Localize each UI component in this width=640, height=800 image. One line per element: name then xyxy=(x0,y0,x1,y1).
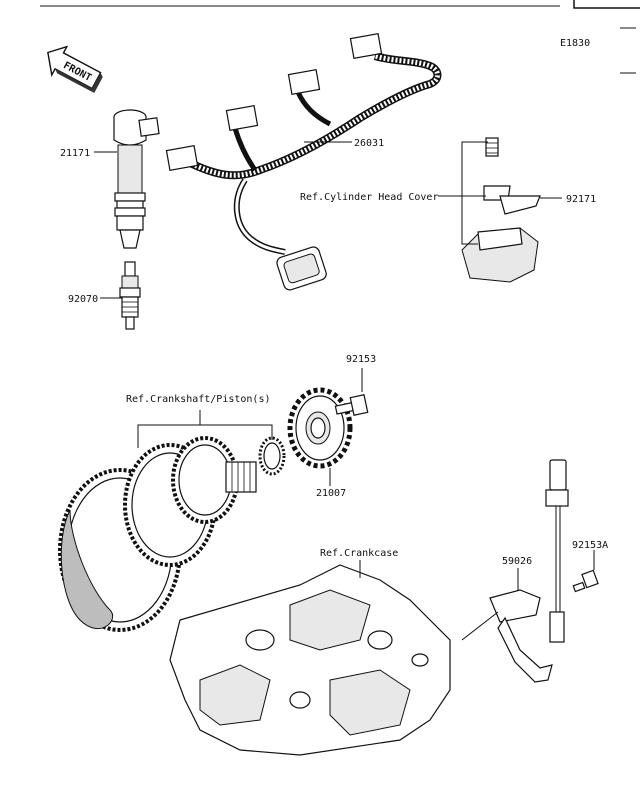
label-21171: 21171 xyxy=(60,148,90,159)
crank-sensor xyxy=(489,459,569,683)
bracket-assembly xyxy=(461,137,541,283)
label-crankcase-ref: Ref.Crankcase xyxy=(320,548,398,559)
label-26031: 26031 xyxy=(354,138,384,149)
label-92070: 92070 xyxy=(68,294,98,305)
diagram-code: E1830 xyxy=(560,38,590,49)
label-59026: 59026 xyxy=(502,556,532,567)
bolt-92153 xyxy=(334,394,369,416)
page-frame xyxy=(40,0,640,74)
bolt-92153a xyxy=(572,569,599,593)
crankcase xyxy=(169,564,451,756)
crankshaft-assembly xyxy=(58,436,286,632)
label-cylinder-head-ref: Ref.Cylinder Head Cover xyxy=(300,192,438,203)
label-crankshaft-ref: Ref.Crankshaft/Piston(s) xyxy=(126,394,271,405)
label-92153a: 92153A xyxy=(572,540,608,551)
ignition-coil xyxy=(113,109,160,249)
label-92171: 92171 xyxy=(566,194,596,205)
front-arrow-icon: FRONT xyxy=(47,45,103,94)
wiring-harness xyxy=(165,33,442,291)
label-21007: 21007 xyxy=(316,488,346,499)
spark-plug xyxy=(119,261,141,330)
label-92153: 92153 xyxy=(346,354,376,365)
timing-rotor xyxy=(287,387,353,469)
